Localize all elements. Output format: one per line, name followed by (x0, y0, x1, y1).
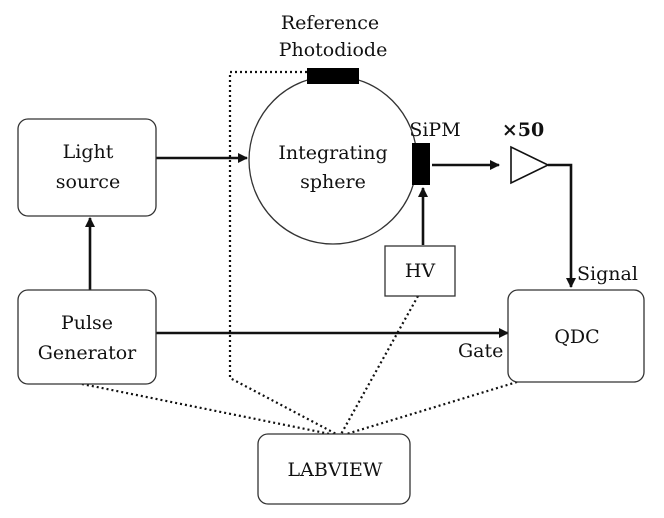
qdc-box: QDC (507, 289, 645, 383)
integrating-sphere-label-line1: Integrating (278, 142, 387, 164)
signal-lines (85, 153, 576, 338)
signal-label: Signal (577, 263, 638, 285)
pulse-generator-box: Pulse Generator (17, 289, 157, 385)
sipm-block (412, 143, 430, 185)
pulse-generator-label-line2: Generator (38, 342, 137, 364)
sipm: SiPM (409, 119, 461, 185)
light-source-label-line1: Light (63, 141, 114, 163)
hv-box: HV (384, 245, 456, 297)
amplifier-to-qdc-signal-arrow (548, 163, 576, 288)
labview-box: LABVIEW (257, 433, 411, 505)
hv-to-labview-line (339, 295, 419, 437)
sipm-label: SiPM (409, 119, 460, 141)
photodiode-to-labview-line (228, 70, 341, 437)
reference-photodiode-label-line2: Photodiode (279, 39, 388, 61)
gate-label: Gate (458, 340, 503, 362)
qdc-to-labview-line (339, 380, 518, 438)
integrating-sphere-label-line2: sphere (300, 171, 366, 193)
qdc-label: QDC (554, 326, 599, 348)
amplifier-triangle (510, 145, 550, 185)
integrating-sphere: Integrating sphere (248, 75, 418, 245)
reference-photodiode-label-line1: Reference (281, 12, 379, 34)
amplifier: ×50 (502, 119, 550, 185)
pulse-generator-to-labview-line (81, 382, 341, 438)
amplifier-gain-label: ×50 (502, 119, 544, 141)
labview-control-lines (81, 70, 518, 438)
labview-label: LABVIEW (288, 459, 383, 481)
light-source-label-line2: source (56, 171, 120, 193)
reference-photodiode: Reference Photodiode (279, 12, 388, 84)
light-source-box: Light source (17, 118, 157, 217)
hv-label: HV (405, 260, 436, 282)
pulse-generator-label-line1: Pulse (61, 312, 113, 334)
photodiode-block (307, 68, 359, 84)
